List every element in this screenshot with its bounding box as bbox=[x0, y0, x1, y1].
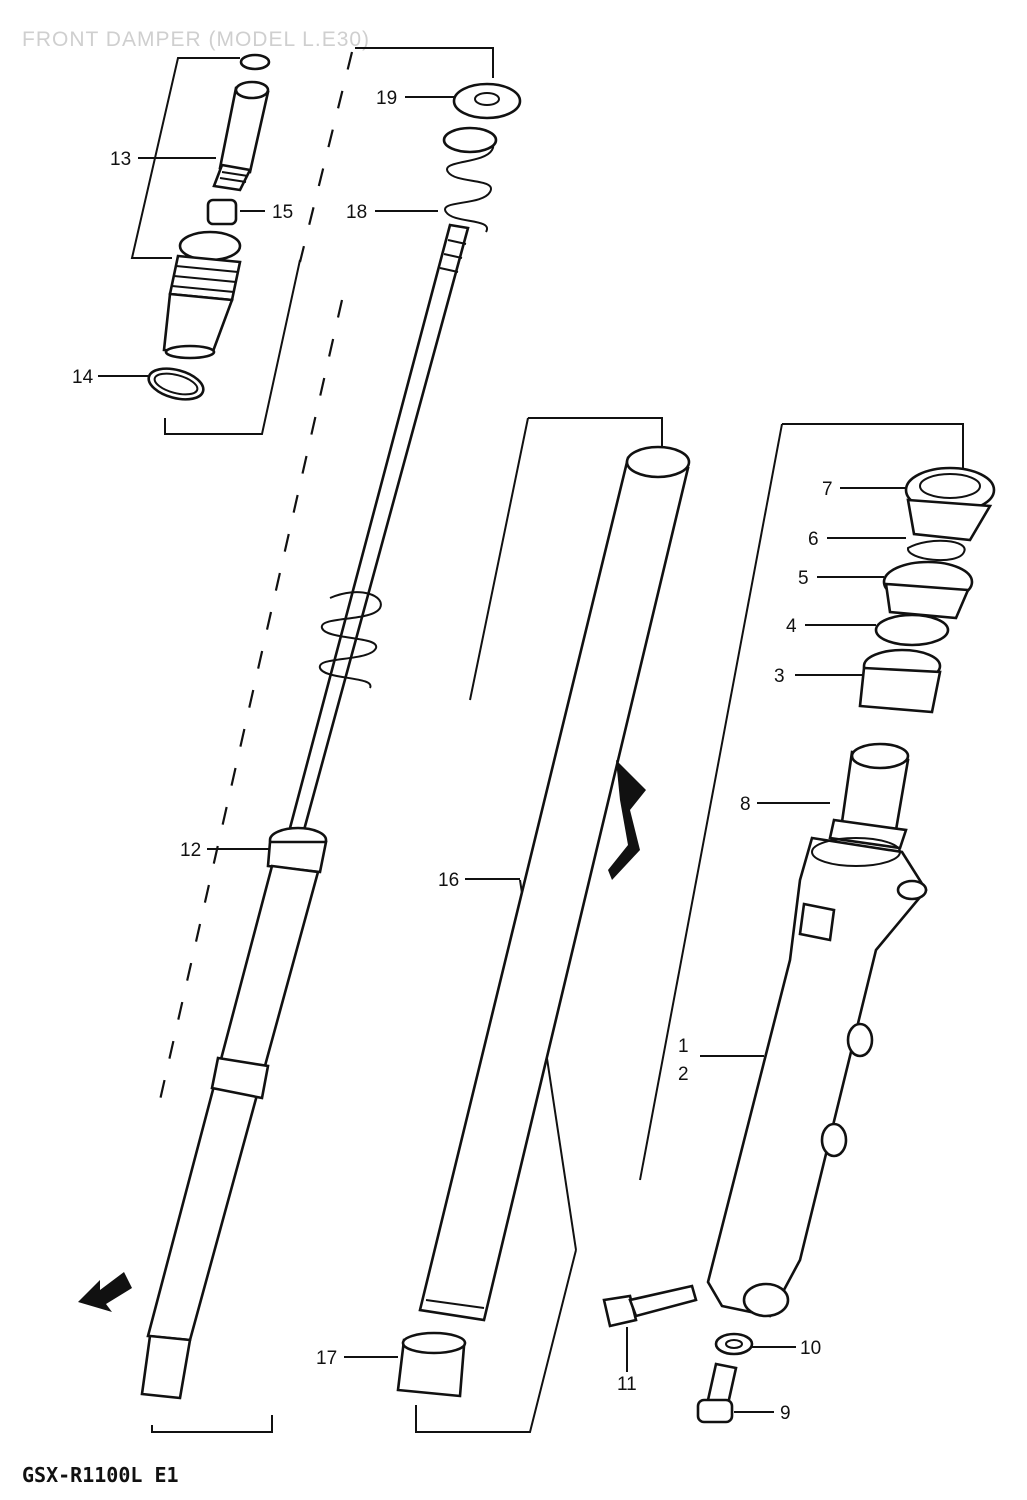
part-inner-tube bbox=[418, 445, 691, 1322]
part-pinch-bolt bbox=[602, 1284, 698, 1328]
part-seal-washer bbox=[874, 613, 950, 647]
part-outer-tube bbox=[706, 742, 928, 1318]
part-o-ring bbox=[147, 367, 205, 401]
part-stopper-ring bbox=[907, 539, 966, 562]
part-dust-seal bbox=[904, 466, 996, 542]
part-damper-rod bbox=[288, 223, 470, 832]
part-adjuster-rod bbox=[212, 53, 271, 192]
part-guide-bushing bbox=[858, 648, 942, 714]
callout-6: 6 bbox=[808, 529, 819, 550]
part-damper-cylinder bbox=[140, 864, 320, 1400]
callout-12: 12 bbox=[180, 840, 201, 861]
part-top-spring bbox=[442, 126, 498, 233]
callout-1: 1 bbox=[678, 1036, 689, 1057]
callout-11: 11 bbox=[617, 1374, 637, 1395]
part-slide-bushing bbox=[396, 1331, 467, 1398]
part-oil-seal bbox=[882, 560, 974, 620]
callout-14-15: 15 bbox=[272, 202, 293, 223]
callout-9: 9 bbox=[780, 1403, 791, 1424]
part-piston-collar bbox=[266, 826, 328, 874]
diagram-title: FRONT DAMPER (MODEL L.E30) bbox=[22, 28, 370, 51]
callout-18: 18 bbox=[346, 202, 367, 223]
callout-2: 2 bbox=[678, 1064, 689, 1085]
callout-5: 5 bbox=[798, 568, 809, 589]
callout-14: 14 bbox=[72, 367, 94, 388]
callout-16: 16 bbox=[438, 870, 459, 891]
part-allen-bolt bbox=[696, 1362, 738, 1424]
front-direction-arrow-icon bbox=[78, 1272, 132, 1312]
callout-17: 17 bbox=[316, 1348, 337, 1369]
part-washer bbox=[452, 82, 522, 120]
callout-3: 3 bbox=[774, 666, 785, 687]
callout-13: 13 bbox=[110, 149, 131, 170]
callout-7: 7 bbox=[822, 479, 833, 500]
model-code-label: GSX-R1100L E1 bbox=[22, 1463, 179, 1487]
callout-19: 19 bbox=[376, 88, 397, 109]
callout-4: 4 bbox=[786, 616, 797, 637]
leader-lines bbox=[98, 96, 906, 1413]
callout-labels: 1 2 3 4 5 6 7 8 9 10 11 12 13 15 14 16 1… bbox=[72, 88, 833, 1424]
group-frame-outer-tube bbox=[639, 423, 964, 1181]
part-rebound-spring bbox=[318, 591, 382, 689]
part-nut bbox=[206, 198, 238, 226]
part-gasket bbox=[714, 1332, 754, 1356]
callout-10: 10 bbox=[800, 1338, 821, 1359]
part-cap-bolt bbox=[162, 230, 242, 360]
callout-8: 8 bbox=[740, 794, 751, 815]
